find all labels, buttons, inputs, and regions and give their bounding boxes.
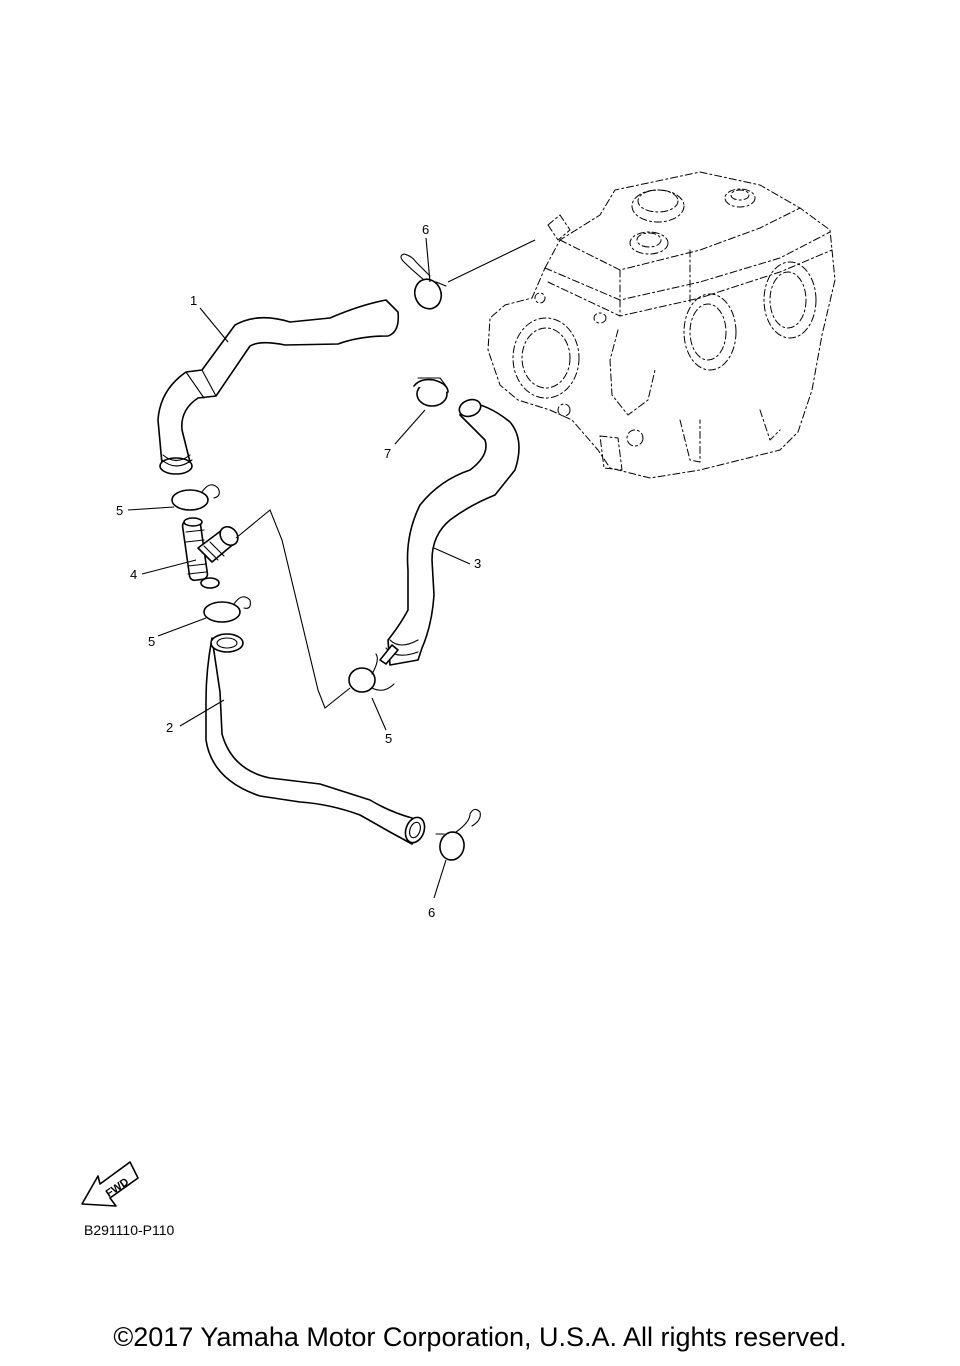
callout-5-lower: 5 bbox=[385, 731, 392, 746]
joint-tee-4 bbox=[181, 517, 239, 589]
clamp-7 bbox=[413, 377, 449, 407]
callout-7: 7 bbox=[384, 446, 391, 461]
clamp-5-upper bbox=[171, 484, 220, 511]
callout-2: 2 bbox=[166, 720, 173, 735]
hose-1 bbox=[157, 299, 400, 475]
clamp-5-lower bbox=[348, 653, 395, 693]
callout-4: 4 bbox=[130, 567, 137, 582]
connection-line-tee-to-5 bbox=[235, 509, 351, 709]
fwd-arrow-icon: FWD bbox=[81, 1161, 139, 1207]
reference-code: B291110-P110 bbox=[84, 1222, 175, 1238]
callout-1: 1 bbox=[190, 293, 197, 308]
clamp-6-upper bbox=[400, 253, 447, 310]
hose-3 bbox=[379, 398, 520, 666]
callout-leaders bbox=[127, 237, 471, 899]
copyright-notice: ©2017 Yamaha Motor Corporation, U.S.A. A… bbox=[113, 1322, 847, 1352]
callout-5-middle: 5 bbox=[148, 634, 155, 649]
connection-line-6-to-head bbox=[447, 239, 536, 283]
callout-5-upper: 5 bbox=[116, 503, 123, 518]
hose-2 bbox=[205, 633, 426, 845]
callout-6-upper: 6 bbox=[422, 222, 429, 237]
callout-3: 3 bbox=[474, 556, 481, 571]
callout-6-lower: 6 bbox=[428, 905, 435, 920]
clamp-6-lower bbox=[435, 808, 481, 861]
clamp-5-middle bbox=[203, 596, 251, 623]
cylinder-head-outline bbox=[487, 171, 836, 479]
